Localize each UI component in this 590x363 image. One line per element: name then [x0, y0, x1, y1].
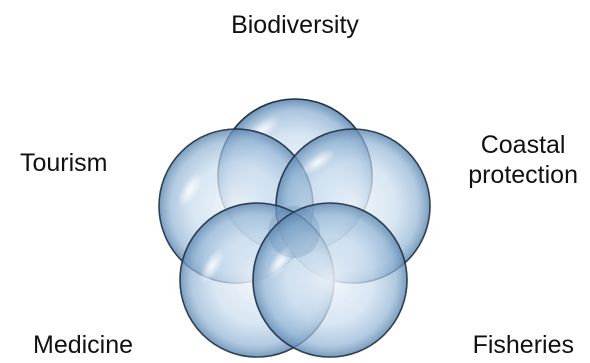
label-coastal-protection-line1: Coastal: [468, 130, 578, 160]
label-coastal-protection: Coastal protection: [468, 130, 578, 190]
label-coastal-protection-line2: protection: [468, 160, 578, 190]
label-fisheries: Fisheries: [473, 330, 574, 360]
label-biodiversity: Biodiversity: [0, 10, 590, 40]
label-tourism: Tourism: [20, 148, 108, 178]
overlap-center: [268, 206, 320, 258]
label-medicine: Medicine: [33, 330, 133, 360]
